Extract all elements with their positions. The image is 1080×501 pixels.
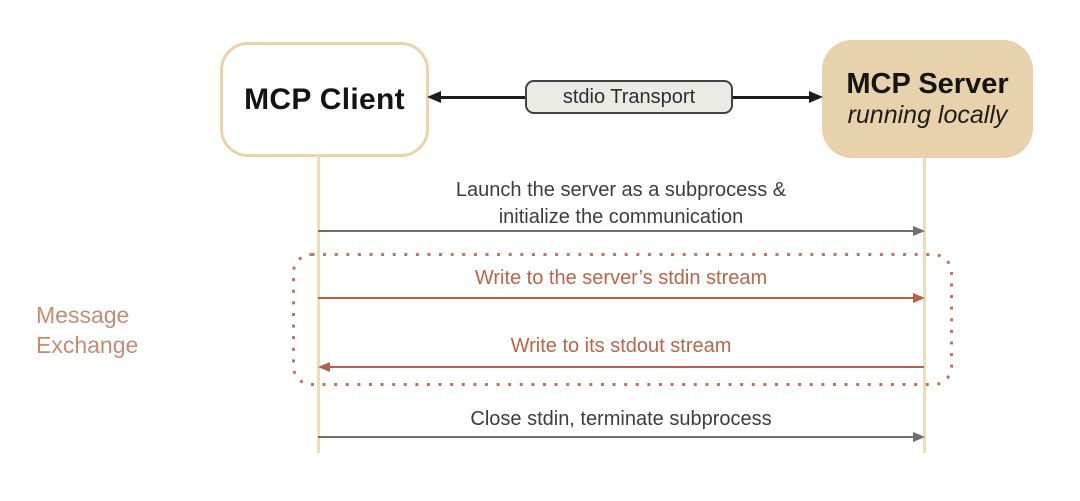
arrowhead-right-icon xyxy=(913,293,925,303)
stdio-transport-text: stdio Transport xyxy=(562,85,696,108)
message-launch-arrow-line xyxy=(318,230,914,232)
message-stdin-label: Write to the server’s stdin stream xyxy=(371,265,871,292)
mcp-client-box: MCP Client xyxy=(220,42,429,157)
message-launch-line2: initialize the communication xyxy=(498,206,744,228)
message-stdin-arrow-line xyxy=(318,297,913,299)
message-exchange-border xyxy=(292,253,953,386)
message-close-arrow-line xyxy=(318,436,913,438)
arrowhead-left-icon xyxy=(427,91,441,103)
mcp-server-label: MCP Server xyxy=(846,68,1009,100)
server-lifeline xyxy=(923,158,926,453)
mcp-client-label: MCP Client xyxy=(244,82,405,116)
arrowhead-left-icon xyxy=(318,362,330,372)
message-stdin-text: Write to the server’s stdin stream xyxy=(474,267,768,289)
mcp-server-box: MCP Server running locally xyxy=(822,40,1033,158)
message-launch-line1: Launch the server as a subprocess & xyxy=(455,179,787,201)
message-launch-label: Launch the server as a subprocess & init… xyxy=(371,177,871,231)
message-close-label: Close stdin, terminate subprocess xyxy=(371,406,871,433)
stdio-transport-label: stdio Transport xyxy=(525,80,733,114)
client-lifeline xyxy=(317,157,320,453)
message-close-text: Close stdin, terminate subprocess xyxy=(470,408,772,430)
message-stdout-arrow-line xyxy=(330,366,924,368)
message-stdout-text: Write to its stdout stream xyxy=(510,335,732,357)
arrowhead-right-icon xyxy=(913,432,925,442)
mcp-server-sublabel: running locally xyxy=(847,101,1008,129)
message-stdout-label: Write to its stdout stream xyxy=(371,333,871,360)
arrowhead-right-icon xyxy=(809,91,823,103)
message-exchange-text: Message Exchange xyxy=(36,302,139,358)
arrowhead-right-icon xyxy=(913,226,925,236)
message-exchange-label: Message Exchange xyxy=(36,300,171,360)
